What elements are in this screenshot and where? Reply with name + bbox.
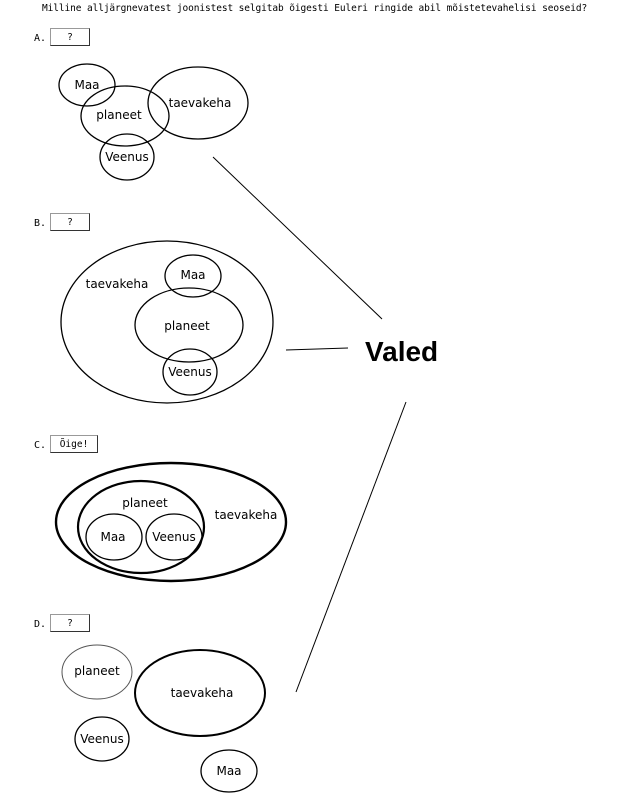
diagram-a-taevakeha-circle [147, 66, 249, 140]
diagram-c-taevakeha-label: taevakeha [215, 508, 278, 522]
option-b-answer-box[interactable]: ? [50, 213, 90, 231]
diagram-a [58, 63, 249, 181]
diagram-c [54, 461, 288, 583]
option-a-letter: A. [34, 33, 47, 44]
option-b-letter: B. [34, 218, 47, 229]
diagram-d-maa-circle [200, 749, 258, 793]
diagram-d-planeet-label: planeet [74, 664, 120, 678]
diagram-b-maa-label: Maa [180, 268, 205, 282]
diagram-b-planeet-label: planeet [164, 319, 210, 333]
diagram-a-veenus-label: Veenus [105, 150, 149, 164]
diagram-b-taevakeha-circle [60, 240, 274, 404]
connector-b-line [285, 347, 349, 351]
wrong-label: Valed [365, 336, 439, 367]
diagram-c-taevakeha-circle [54, 461, 288, 583]
diagram-b-planeet-circle [134, 287, 244, 363]
question-text: Milline alljärgnevatest joonistest selgi… [42, 3, 588, 14]
diagram-a-veenus-circle [99, 133, 155, 181]
wrong-connectors [212, 156, 407, 693]
diagram-c-maa-label: Maa [100, 530, 125, 544]
diagram-b-veenus-circle [162, 348, 218, 396]
diagram-a-maa-label: Maa [74, 78, 99, 92]
diagram-d-planeet-circle [61, 644, 133, 700]
diagram-a-planeet-circle [80, 85, 170, 147]
diagram-b-maa-circle [164, 254, 222, 298]
diagram-c-veenus-label: Veenus [152, 530, 196, 544]
option-c-answer-box[interactable]: Õige! [50, 435, 98, 453]
diagram-a-taevakeha-label: taevakeha [169, 96, 232, 110]
diagram-d-veenus-circle [74, 716, 130, 762]
diagram-c-planeet-circle [76, 479, 206, 575]
diagram-d-taevakeha-circle [134, 649, 266, 737]
option-c-letter: C. [34, 440, 47, 451]
connector-a-line [212, 156, 383, 320]
diagram-d-veenus-label: Veenus [80, 732, 124, 746]
option-d-letter: D. [34, 619, 47, 630]
diagram-b-veenus-label: Veenus [168, 365, 212, 379]
diagram-a-planeet-label: planeet [96, 108, 142, 122]
connector-d-line [295, 401, 407, 693]
diagram-d [61, 644, 266, 793]
option-d-answer-box[interactable]: ? [50, 614, 90, 632]
diagram-b-taevakeha-label: taevakeha [86, 277, 149, 291]
diagram-d-maa-label: Maa [216, 764, 241, 778]
diagram-c-veenus-circle [145, 513, 203, 561]
diagram-d-taevakeha-label: taevakeha [171, 686, 234, 700]
diagram-a-maa-circle [58, 63, 116, 107]
diagram-b [60, 240, 274, 404]
diagram-c-maa-circle [85, 513, 143, 561]
option-a-answer-box[interactable]: ? [50, 28, 90, 46]
diagram-c-planeet-label: planeet [122, 496, 168, 510]
